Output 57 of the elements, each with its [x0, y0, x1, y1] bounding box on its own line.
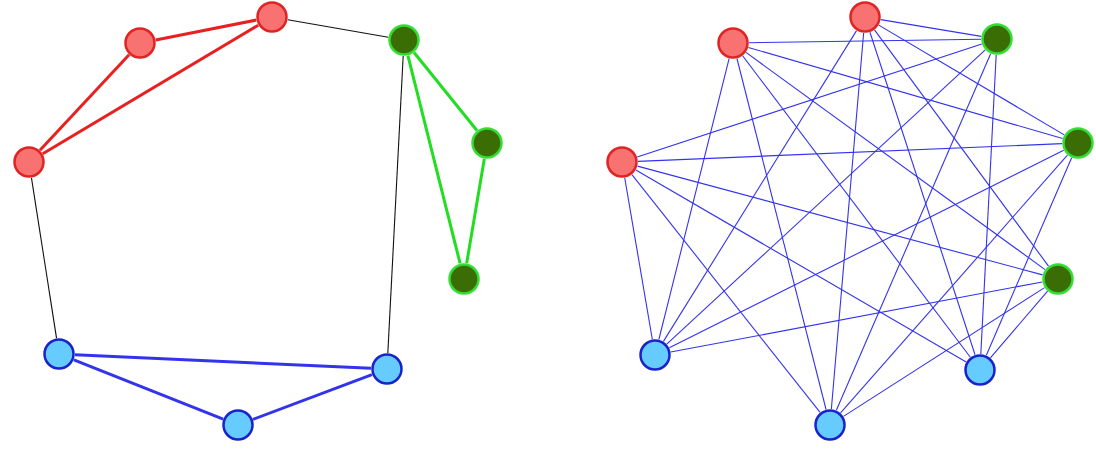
- graph-vertex: [639, 339, 671, 371]
- graph-vertex: [964, 354, 996, 386]
- graph-edge: [880, 19, 982, 37]
- graph-edge: [742, 55, 971, 358]
- graph-edge: [835, 53, 992, 411]
- graph-edge: [830, 32, 865, 410]
- graph-vertex: [256, 1, 288, 33]
- graph-vertex: [124, 27, 156, 59]
- graph-edge: [406, 55, 462, 264]
- graph-vertex: [1062, 127, 1094, 159]
- graph-edge: [670, 281, 1043, 353]
- graph-edge: [662, 30, 858, 342]
- graph-vertex: [388, 24, 420, 56]
- graph-edge: [668, 149, 1065, 349]
- graph-vertex: [606, 146, 638, 178]
- graph-edge: [387, 55, 404, 354]
- graph-edge: [73, 358, 224, 421]
- graph-edge: [624, 177, 653, 340]
- graph-edge: [412, 51, 479, 132]
- graph-edge: [989, 290, 1049, 359]
- graph-edge: [155, 18, 257, 42]
- graph-edge: [873, 29, 1050, 267]
- graph-edge: [30, 177, 58, 339]
- graph-vertex: [448, 263, 480, 295]
- graph-edge: [41, 23, 260, 156]
- graph-edge: [878, 24, 1065, 136]
- graph-vertex: [371, 353, 403, 385]
- graph-vertex: [849, 1, 881, 33]
- graph-edge: [736, 57, 827, 411]
- graph-vertex: [43, 338, 75, 370]
- graph-edge: [252, 373, 373, 421]
- graph-edge: [635, 169, 967, 363]
- graph-vertex: [471, 127, 503, 159]
- graph-vertex: [814, 409, 846, 441]
- graph-edge: [842, 287, 1046, 417]
- graph-edge: [38, 53, 131, 152]
- graph-edge: [465, 158, 486, 264]
- graph-edge: [637, 143, 1063, 162]
- graph-vertex: [1042, 263, 1074, 295]
- graph-edge: [980, 54, 997, 355]
- graph-edge: [869, 31, 976, 356]
- graph-edge: [840, 154, 1068, 414]
- graph-edge: [666, 49, 986, 345]
- graph-vertex: [13, 146, 45, 178]
- graph-edge: [74, 353, 372, 370]
- graph-edge: [745, 51, 1046, 271]
- graph-edge: [658, 57, 730, 341]
- graph-edge: [636, 43, 983, 158]
- graph-vertex: [222, 409, 254, 441]
- graph-edge: [636, 165, 1044, 276]
- graph-vertex: [717, 27, 749, 59]
- graph-edge: [631, 174, 821, 413]
- graph-edge: [287, 19, 389, 38]
- graph-edge: [747, 46, 1064, 140]
- graph-edge: [748, 38, 982, 44]
- graph-edge: [985, 157, 1073, 356]
- graph-vertex: [981, 23, 1013, 55]
